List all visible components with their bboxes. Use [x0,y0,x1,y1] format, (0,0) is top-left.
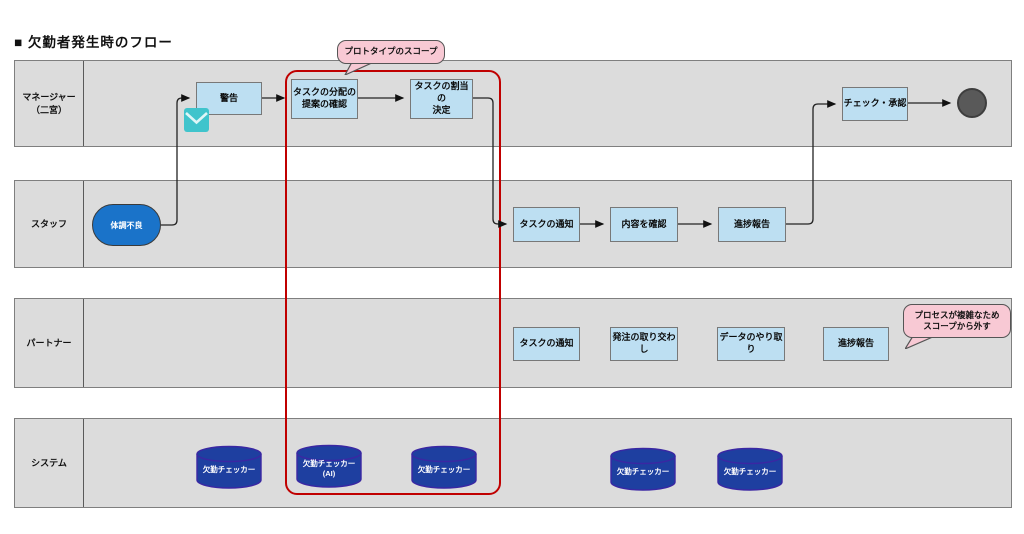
database-icon: 欠勤チェッカー (AI) [296,444,362,489]
node-order-exchange: 発注の取り交わし [610,327,678,361]
lane-system: システム [14,418,1012,508]
node-staff-progress-report: 進捗報告 [718,207,786,242]
node-staff-task-notice: タスクの通知 [513,207,580,242]
db1-label: 欠勤チェッカー [202,464,256,474]
node-decide-assignment: タスクの割当の 決定 [410,79,473,119]
database-icon: 欠勤チェッカー [411,445,477,490]
envelope-icon [184,108,209,132]
lane-manager-label: マネージャー （二宮） [15,61,84,146]
db3-label: 欠勤チェッカー [417,464,471,474]
db4-label: 欠勤チェッカー [616,466,670,476]
node-data-exchange: データのやり取り [717,327,785,361]
page-title: ■ 欠勤者発生時のフロー [14,35,173,50]
lane-partner-label: パートナー [15,299,84,387]
node-partner-progress-report: 進捗報告 [823,327,889,361]
database-icon: 欠勤チェッカー [717,447,783,492]
node-sick: 体調不良 [92,204,161,246]
database-icon: 欠勤チェッカー [610,447,676,492]
db5-label: 欠勤チェッカー [723,466,777,476]
end-node-icon [957,88,987,118]
db2-label: 欠勤チェッカー (AI) [302,458,356,478]
node-partner-task-notice: タスクの通知 [513,327,580,361]
node-confirm-distribution: タスクの分配の 提案の確認 [291,79,358,119]
lane-staff-label: スタッフ [15,181,84,267]
lane-system-label: システム [15,419,84,507]
callout-prototype-scope: プロトタイプのスコープ [337,40,445,64]
database-icon: 欠勤チェッカー [196,445,262,490]
node-check-approve: チェック・承認 [842,87,908,121]
callout-exclude-scope: プロセスが複雑なため スコープから外す [903,304,1011,338]
node-confirm-content: 内容を確認 [610,207,678,242]
